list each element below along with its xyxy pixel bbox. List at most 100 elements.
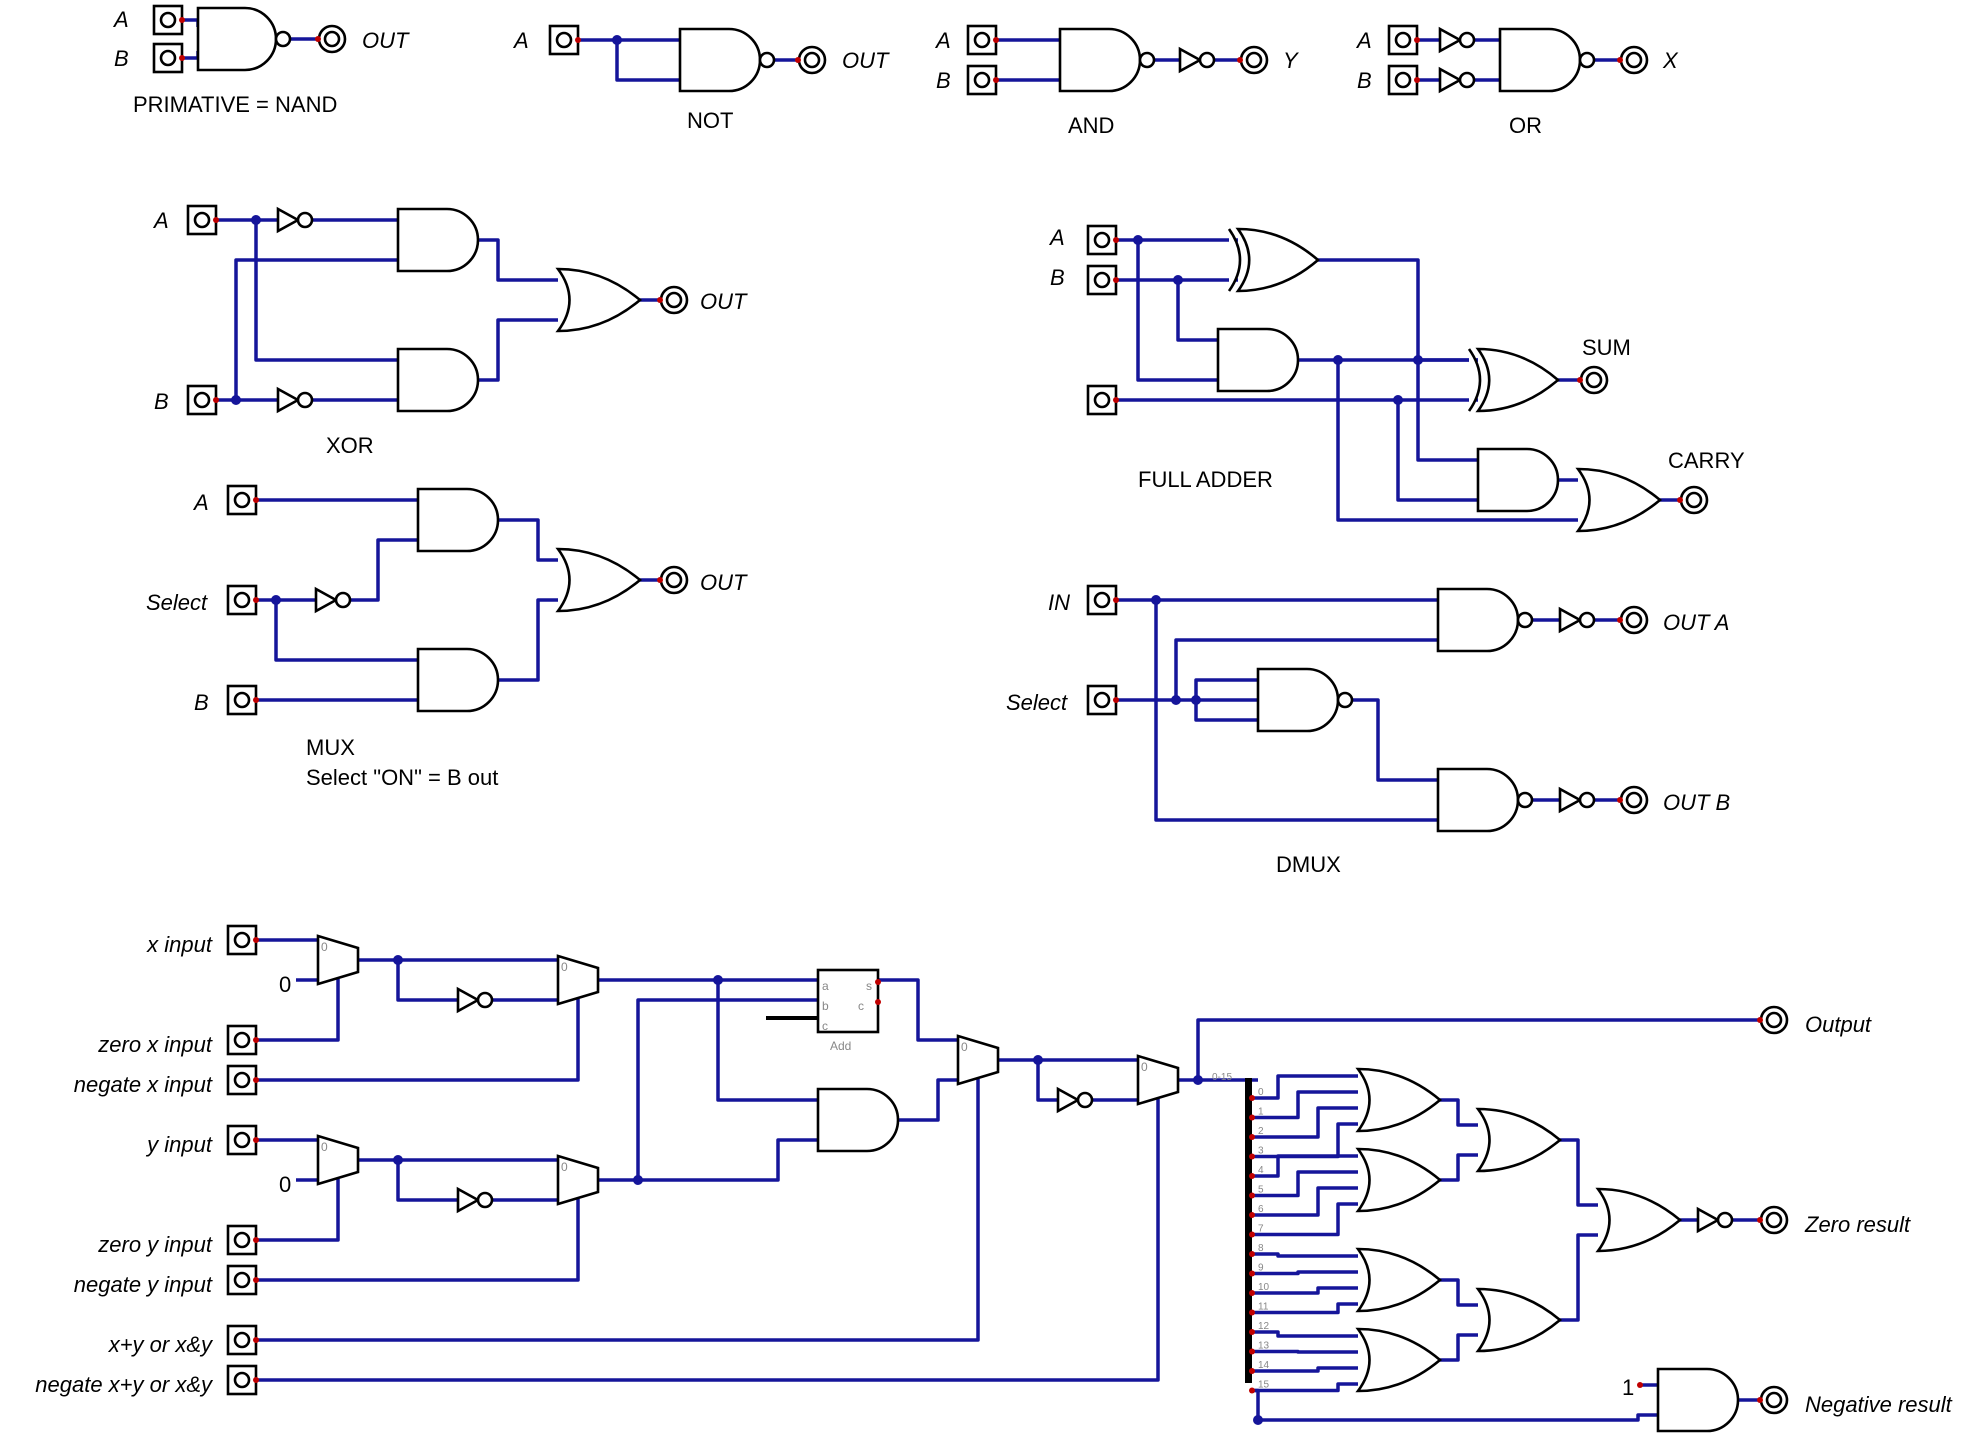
mux-input-b-label: B	[194, 690, 209, 715]
alu-no-label: negate x+y or x&y	[35, 1372, 214, 1397]
pin-port	[253, 697, 259, 703]
wire	[1440, 1153, 1478, 1182]
input-pin-knob	[233, 491, 251, 509]
output-pin-inner	[1765, 1211, 1783, 1229]
wire	[1352, 698, 1438, 782]
or-gate	[1355, 1067, 1443, 1133]
input-pin-knob	[1394, 71, 1412, 89]
wire	[274, 600, 418, 662]
alu-y-input-label: y input	[145, 1132, 213, 1157]
splitter-bit-label: 15	[1258, 1380, 1270, 1391]
and-input-b-label: B	[936, 68, 951, 93]
and-gate	[416, 647, 500, 713]
and-gate	[1476, 447, 1560, 513]
and-gate	[1436, 587, 1520, 653]
inversion-bubble	[1458, 71, 1476, 89]
wire	[1440, 1098, 1478, 1127]
inversion-bubble	[476, 1191, 494, 1209]
pin-port	[1414, 77, 1420, 83]
pin-port	[1249, 1231, 1255, 1238]
pin-port	[253, 1137, 259, 1143]
wire	[1252, 1106, 1358, 1139]
wire	[1252, 1202, 1358, 1237]
or-gate	[1595, 1187, 1683, 1253]
output-pin-inner	[1625, 611, 1643, 629]
or-caption: OR	[1509, 113, 1542, 138]
wires	[182, 18, 1760, 1425]
pin-port	[213, 217, 219, 223]
mux-zero-label: 0	[961, 1040, 968, 1054]
pin-port	[1249, 1251, 1255, 1257]
nand-input-a-label: A	[112, 7, 129, 32]
input-pin-knob	[233, 691, 251, 709]
xor-input-b-label: B	[154, 389, 169, 414]
alu-ny-label: negate y input	[74, 1272, 213, 1297]
and-gate	[1656, 1367, 1740, 1433]
output-pin-inner	[665, 291, 683, 309]
wire	[1336, 360, 1578, 522]
wire	[1252, 1286, 1358, 1295]
mux-input-a-label: A	[192, 490, 209, 515]
splitter-bit-label: 6	[1258, 1204, 1264, 1215]
wire	[636, 998, 818, 1180]
wire	[1252, 1170, 1358, 1198]
and-gate	[816, 1087, 900, 1153]
pin-port	[1757, 1017, 1763, 1023]
dmux-input-label: IN	[1048, 590, 1070, 615]
inversion-bubble	[758, 51, 776, 69]
splitter-bit-label: 13	[1258, 1341, 1270, 1352]
wire	[256, 979, 340, 1042]
output-pin-inner	[1685, 491, 1703, 509]
inversion-bubble	[1516, 791, 1534, 809]
pin-port	[1113, 697, 1119, 703]
not-gate	[1056, 1086, 1081, 1114]
pin-port	[1249, 1134, 1255, 1140]
dmux-out-a-label: OUT A	[1663, 610, 1729, 635]
wire	[1440, 1333, 1478, 1362]
pin-port	[179, 55, 185, 61]
input-pin-knob	[193, 391, 211, 409]
or-gate	[1355, 1327, 1443, 1393]
wire	[254, 220, 398, 362]
mux	[1136, 1054, 1180, 1106]
pin-port	[315, 36, 321, 42]
pin-port	[1617, 617, 1623, 623]
pin-port	[253, 597, 259, 603]
pin-port	[993, 37, 999, 43]
pin-port	[875, 979, 881, 985]
pin-port	[253, 1377, 259, 1383]
xor-caption: XOR	[326, 433, 374, 458]
wire	[1560, 1138, 1598, 1207]
pin-port	[1249, 1114, 1255, 1121]
fa-input-a-label: A	[1048, 225, 1065, 250]
inversion-bubble	[1458, 31, 1476, 49]
not-gate	[276, 206, 301, 234]
not-gate	[1438, 66, 1463, 94]
inversion-bubble	[1516, 611, 1534, 629]
splitter-bit-label: 0	[1258, 1087, 1264, 1098]
and-gate	[1436, 767, 1520, 833]
wire	[350, 538, 418, 602]
wire	[1252, 1074, 1358, 1100]
wire	[1136, 240, 1218, 382]
output-pin-inner	[803, 51, 821, 69]
or-gate	[1475, 1107, 1563, 1173]
pin-port	[253, 1277, 259, 1283]
junction-dot	[1253, 1415, 1263, 1425]
labels: A B OUT PRIMATIVE = NAND A OUT NOT A B Y…	[35, 7, 1952, 1417]
alu-output-label: Output	[1805, 1012, 1872, 1037]
wire	[1194, 700, 1258, 722]
input-pin-knob	[233, 1031, 251, 1049]
and-input-a-label: A	[934, 28, 951, 53]
input-pin-knob	[555, 31, 573, 49]
inversion-bubble	[1138, 51, 1156, 69]
input-pin-knob	[973, 31, 991, 49]
not-gate	[314, 586, 339, 614]
alu-zy-label: zero y input	[97, 1232, 213, 1257]
wire	[256, 1179, 340, 1242]
mux-zero-label: 0	[561, 1160, 568, 1174]
wire	[1560, 1233, 1598, 1322]
wire	[1036, 1060, 1058, 1102]
